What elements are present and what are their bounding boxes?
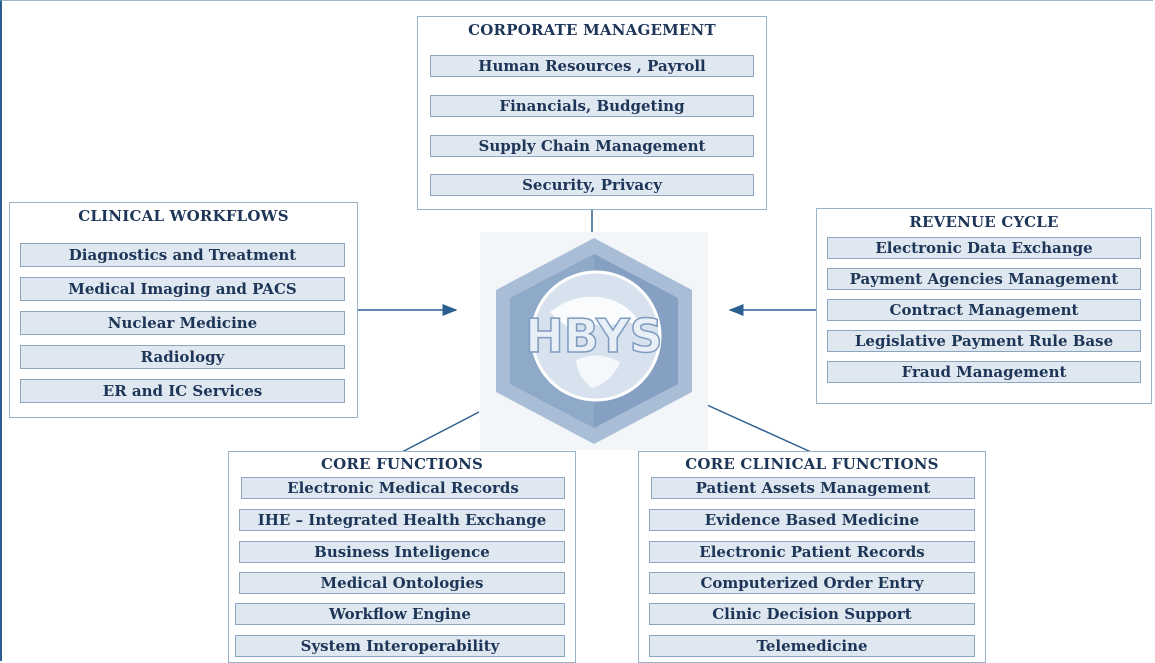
list-item: Diagnostics and Treatment — [20, 243, 345, 267]
group-title: CORE FUNCTIONS — [320, 455, 484, 473]
hub-graphic: HBYS — [480, 232, 708, 450]
list-item: Fraud Management — [827, 361, 1141, 383]
list-item: Workflow Engine — [235, 603, 565, 625]
list-item: Electronic Data Exchange — [827, 237, 1141, 259]
list-item: Human Resources , Payroll — [430, 55, 754, 77]
list-item: Financials, Budgeting — [430, 95, 754, 117]
list-item: IHE – Integrated Health Exchange — [239, 509, 565, 531]
group-title: REVENUE CYCLE — [909, 213, 1059, 231]
list-item: Business Inteligence — [239, 541, 565, 563]
list-item: Radiology — [20, 345, 345, 369]
list-item: Medical Ontologies — [239, 572, 565, 594]
list-item: Contract Management — [827, 299, 1141, 321]
list-item: Legislative Payment Rule Base — [827, 330, 1141, 352]
list-item: System Interoperability — [235, 635, 565, 657]
list-item: Telemedicine — [649, 635, 975, 657]
list-item: Medical Imaging and PACS — [20, 277, 345, 301]
list-item: Security, Privacy — [430, 174, 754, 196]
list-item: Payment Agencies Management — [827, 268, 1141, 290]
group-title: CORE CLINICAL FUNCTIONS — [685, 455, 939, 473]
list-item: Electronic Patient Records — [649, 541, 975, 563]
group-clinical-workflows: CLINICAL WORKFLOWS Diagnostics and Treat… — [9, 202, 358, 418]
list-item: Patient Assets Management — [651, 477, 975, 499]
group-core-clinical-functions: CORE CLINICAL FUNCTIONS Patient Assets M… — [638, 451, 986, 663]
group-corporate-management: CORPORATE MANAGEMENT Human Resources , P… — [417, 16, 767, 210]
hub-label: HBYS — [525, 309, 662, 363]
list-item: Electronic Medical Records — [241, 477, 565, 499]
group-title: CLINICAL WORKFLOWS — [78, 207, 289, 225]
group-title: CORPORATE MANAGEMENT — [468, 21, 716, 39]
list-item: Supply Chain Management — [430, 135, 754, 157]
list-item: Nuclear Medicine — [20, 311, 345, 335]
list-item: ER and IC Services — [20, 379, 345, 403]
group-revenue-cycle: REVENUE CYCLE Electronic Data Exchange P… — [816, 208, 1152, 404]
hbys-hub: HBYS — [480, 232, 708, 450]
list-item: Computerized Order Entry — [649, 572, 975, 594]
list-item: Evidence Based Medicine — [649, 509, 975, 531]
group-core-functions: CORE FUNCTIONS Electronic Medical Record… — [228, 451, 576, 663]
list-item: Clinic Decision Support — [649, 603, 975, 625]
